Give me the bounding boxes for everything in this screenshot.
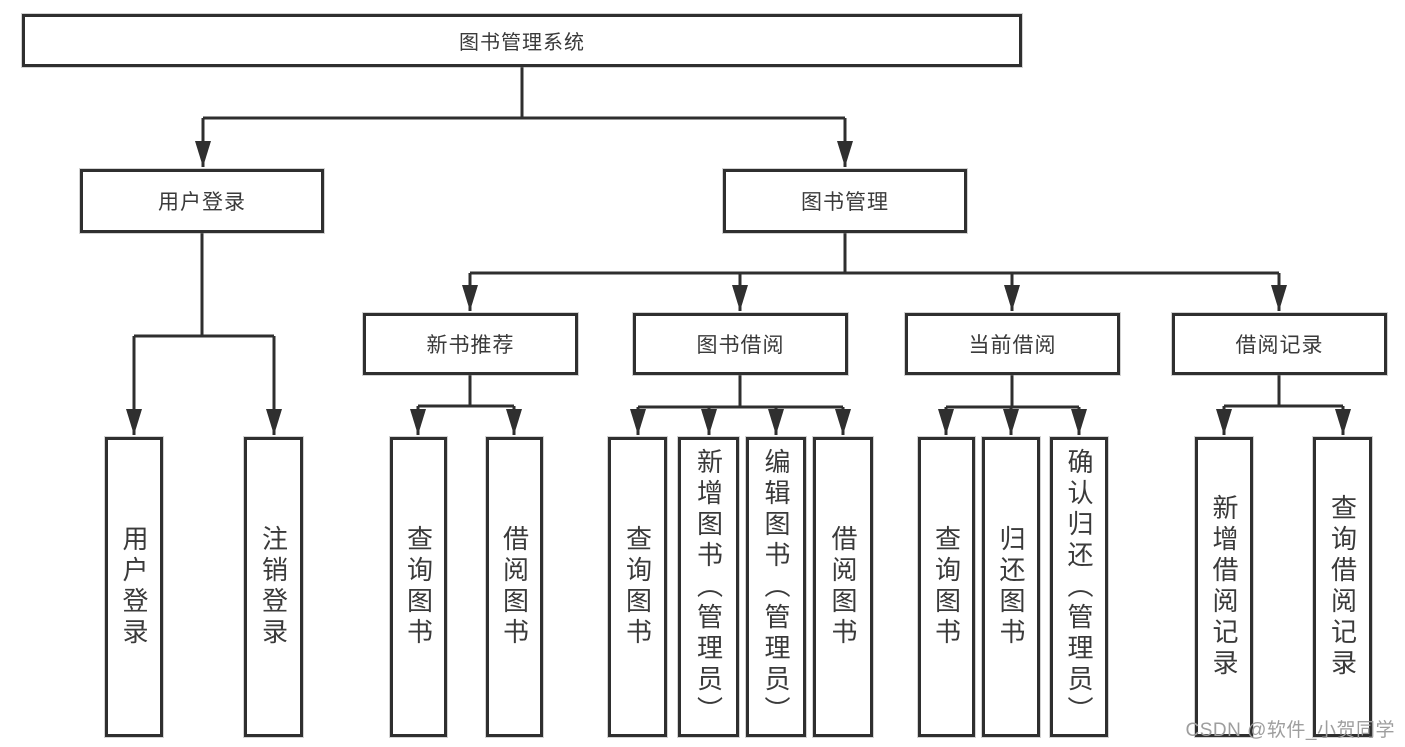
leaf-cb-return-book: 归还图书 xyxy=(982,437,1040,737)
node-borrow-record: 借阅记录 xyxy=(1172,313,1387,375)
leaf-user-login: 用户登录 xyxy=(105,437,163,737)
node-borrow-record-label: 借阅记录 xyxy=(1235,334,1324,357)
leaf-cb-query-book: 查询图书 xyxy=(918,437,975,737)
leaf-user-login-label: 用户登录 xyxy=(119,525,149,649)
leaf-rec-borrow-book: 借阅图书 xyxy=(486,437,543,737)
node-book-borrow-label: 图书借阅 xyxy=(696,334,785,357)
leaf-bb-query-book: 查询图书 xyxy=(608,437,667,737)
leaf-cb-return-book-label: 归还图书 xyxy=(996,525,1026,649)
node-book-borrow: 图书借阅 xyxy=(633,313,848,375)
leaf-br-query-record-label: 查询借阅记录 xyxy=(1327,494,1358,680)
leaf-rec-borrow-book-label: 借阅图书 xyxy=(499,525,530,649)
leaf-cb-confirm-return-label: 确认归还（管理员） xyxy=(1064,447,1094,727)
node-current-borrow: 当前借阅 xyxy=(905,313,1120,375)
leaf-logout: 注销登录 xyxy=(244,437,303,737)
node-new-book-recommend-label: 新书推荐 xyxy=(426,334,515,357)
node-current-borrow-label: 当前借阅 xyxy=(968,334,1057,357)
leaf-br-add-record-label: 新增借阅记录 xyxy=(1209,494,1239,680)
leaf-bb-add-book-label: 新增图书（管理员） xyxy=(693,447,724,727)
leaf-cb-query-book-label: 查询图书 xyxy=(931,525,962,649)
node-book-management: 图书管理 xyxy=(723,169,967,233)
node-new-book-recommend: 新书推荐 xyxy=(363,313,578,375)
node-user-login: 用户登录 xyxy=(80,169,324,233)
node-root: 图书管理系统 xyxy=(22,14,1022,67)
leaf-bb-query-book-label: 查询图书 xyxy=(622,525,653,649)
leaf-br-add-record: 新增借阅记录 xyxy=(1195,437,1253,737)
leaf-bb-borrow-book: 借阅图书 xyxy=(813,437,873,737)
leaf-br-query-record: 查询借阅记录 xyxy=(1313,437,1372,737)
node-root-label: 图书管理系统 xyxy=(459,32,585,54)
leaf-rec-query-book-label: 查询图书 xyxy=(403,525,434,649)
watermark: CSDN @软件_小贺同学 xyxy=(1185,720,1395,741)
leaf-cb-confirm-return: 确认归还（管理员） xyxy=(1050,437,1108,737)
node-book-management-label: 图书管理 xyxy=(801,191,889,214)
leaf-bb-borrow-book-label: 借阅图书 xyxy=(828,525,858,649)
node-user-login-label: 用户登录 xyxy=(158,191,246,214)
leaf-bb-add-book: 新增图书（管理员） xyxy=(678,437,739,737)
leaf-rec-query-book: 查询图书 xyxy=(390,437,447,737)
leaf-logout-label: 注销登录 xyxy=(258,525,289,649)
leaf-bb-edit-book-label: 编辑图书（管理员） xyxy=(761,447,791,727)
leaf-bb-edit-book: 编辑图书（管理员） xyxy=(746,437,806,737)
